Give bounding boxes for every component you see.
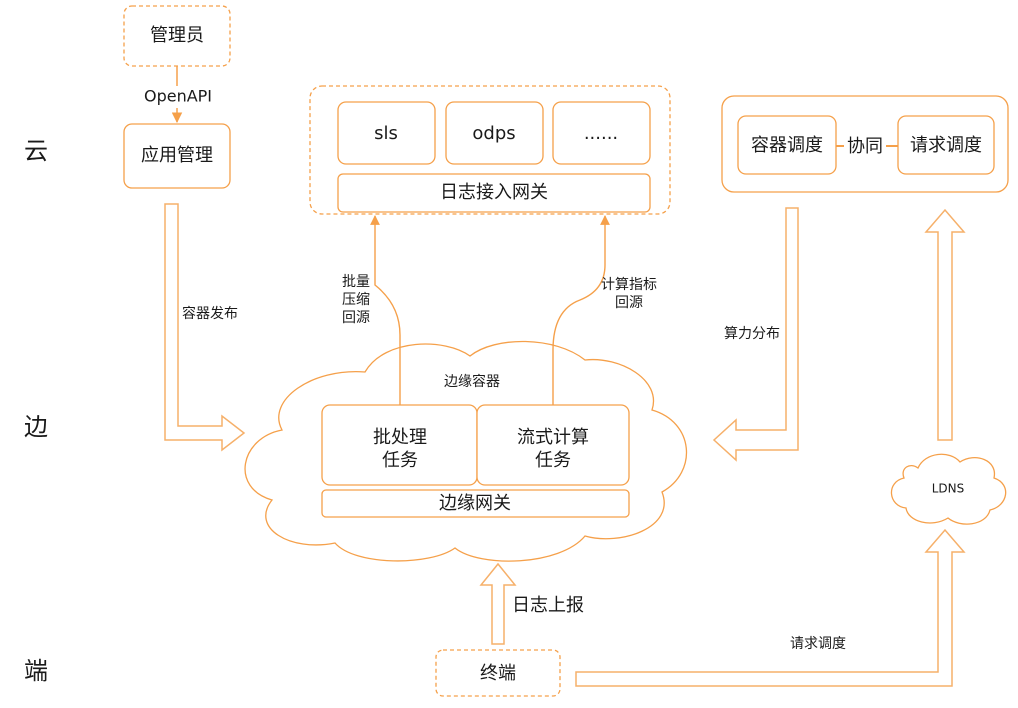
stream-uplink-line-1: 计算指标 [601, 277, 657, 293]
service-odps [445, 101, 544, 165]
compute-distribution-label: 算力分布 [724, 326, 780, 342]
ldns-label: LDNS [932, 482, 965, 496]
service-more-label: ...... [584, 123, 618, 144]
service-more [552, 101, 651, 165]
stream-uplink-arrow [552, 215, 610, 405]
container-release-label: 容器发布 [182, 305, 238, 322]
log-report-arrow [479, 562, 517, 645]
edge-gateway-label: 边缘网关 [439, 493, 511, 514]
tier-label-cloud: 云 [24, 137, 48, 165]
edge-gateway-node: 边缘网关 [321, 489, 630, 518]
admin-label: 管理员 [150, 25, 204, 46]
batch-task-node: 批处理 任务 [321, 404, 478, 486]
openapi-label-bg [138, 86, 218, 108]
batch-uplink-line-3: 回源 [342, 310, 370, 326]
app-management-node: 应用管理 [123, 123, 231, 189]
request-dispatch-label: 请求调度 [790, 636, 846, 652]
terminal-label: 终端 [480, 663, 516, 684]
stream-task-line-2: 任务 [535, 450, 571, 471]
stream-task-line-1: 流式计算 [517, 427, 589, 448]
service-odps-label: odps [472, 123, 515, 144]
log-gateway [337, 173, 651, 213]
compute-distribution-arrow [712, 207, 799, 462]
batch-task-line-2: 任务 [382, 450, 418, 471]
openapi-label: OpenAPI [144, 87, 212, 106]
admin-node: 管理员 [123, 5, 231, 67]
request-scheduling-label: 请求调度 [910, 135, 982, 156]
request-scheduling-box [897, 115, 995, 175]
app-management-label: 应用管理 [141, 145, 213, 166]
collaboration-label: 协同 [847, 136, 883, 157]
stream-uplink-line-2: 回源 [615, 295, 643, 311]
container-release-arrow [164, 203, 246, 452]
batch-uplink-line-1: 批量 [342, 274, 370, 290]
log-gateway-label: 日志接入网关 [440, 182, 548, 203]
batch-uplink-arrow [370, 215, 401, 405]
edge-container-title: 边缘容器 [444, 373, 500, 390]
batch-task-line-1: 批处理 [373, 427, 427, 448]
log-report-label: 日志上报 [512, 595, 584, 616]
collaboration-label-bg [844, 134, 886, 158]
tier-label-device: 端 [24, 657, 48, 685]
batch-uplink-line-2: 压缩 [342, 292, 370, 308]
ldns-to-scheduler-arrow [924, 208, 966, 441]
service-sls [337, 101, 436, 165]
stream-task-node: 流式计算 任务 [476, 404, 630, 486]
tier-label-edge: 边 [24, 413, 48, 441]
cloud-services-group: sls odps ...... 日志接入网关 [309, 85, 671, 215]
service-sls-label: sls [374, 123, 398, 144]
scheduler-group: 容器调度 协同 请求调度 [721, 95, 1009, 193]
container-scheduling-label: 容器调度 [751, 135, 823, 156]
terminal-node: 终端 [435, 649, 561, 697]
ldns-cloud [890, 453, 1007, 525]
request-dispatch-arrow [575, 528, 966, 687]
